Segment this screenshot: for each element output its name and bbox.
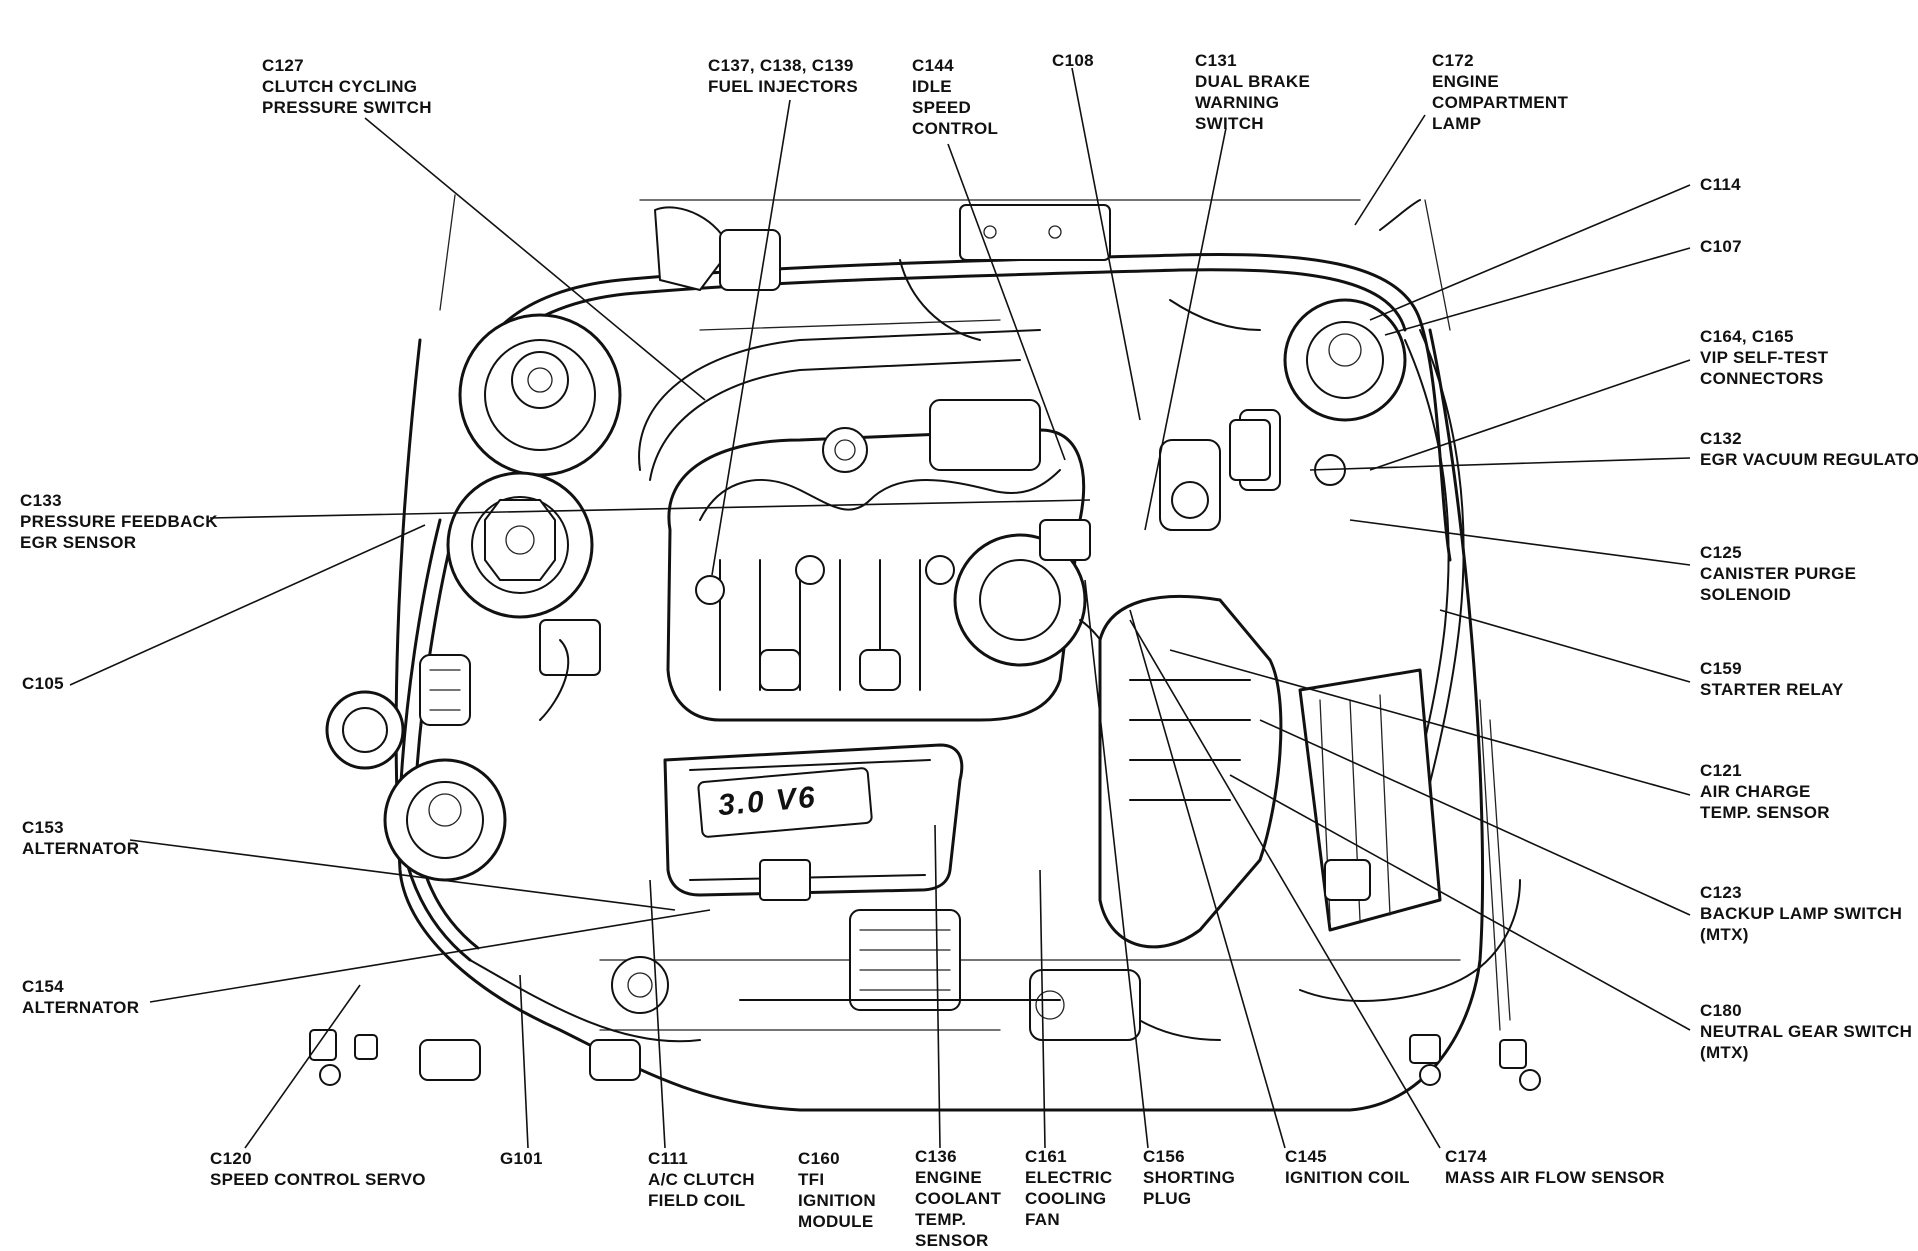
label-c105: C105 bbox=[22, 674, 64, 693]
label-c114: C114 bbox=[1700, 175, 1741, 194]
label-c107: C107 bbox=[1700, 237, 1742, 256]
label-c108: C108 bbox=[1052, 51, 1094, 70]
label-g101: G101 bbox=[500, 1149, 543, 1168]
leader-lines bbox=[69, 67, 1691, 1149]
air-cleaner-assembly bbox=[1098, 298, 1442, 949]
accessory-pulleys bbox=[325, 313, 622, 882]
lower-components bbox=[309, 956, 1541, 1091]
throttle-body bbox=[953, 519, 1141, 781]
engine-badge-plate bbox=[697, 767, 873, 838]
